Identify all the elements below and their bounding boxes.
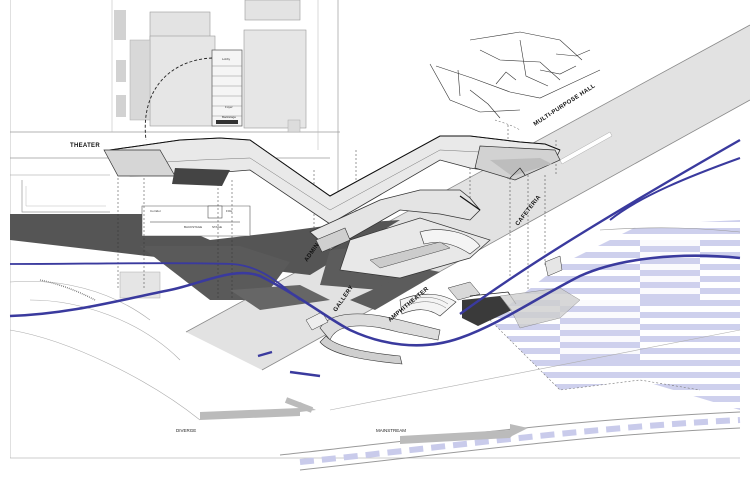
backstage-caps-label: BACKSTAGE: [184, 225, 202, 229]
context-building: [114, 0, 307, 133]
arrow-right-icon: [200, 397, 316, 420]
diverge-label: DIVERGE: [176, 428, 196, 433]
site-context: Lobby Foyer Backstage: [10, 0, 740, 459]
foyer-label: Foyer: [225, 105, 233, 109]
theater-label: THEATER: [70, 143, 100, 149]
backstage-label: Backstage: [222, 115, 236, 119]
lower-ribbon: [309, 189, 481, 253]
wireframe-sketch: [429, 31, 601, 119]
stage-label: STAGE: [212, 225, 222, 229]
lobby-tower: Lobby Foyer Backstage: [211, 49, 243, 127]
elevated-ribbon: [103, 119, 561, 225]
lobby-label: Lobby: [222, 57, 231, 61]
corridor-label: Corridor: [150, 209, 161, 213]
blue-route: [9, 138, 741, 378]
mainstream-label: MAINSTREAM: [376, 428, 406, 433]
plaza-pattern: [489, 220, 741, 410]
stage-strip: Corridor BACKSTAGE STAGE FOH: [141, 205, 251, 237]
foh-label: FOH: [226, 209, 232, 213]
connection-dashed-arc: [144, 57, 213, 141]
arrow-right-icon: [400, 424, 528, 444]
